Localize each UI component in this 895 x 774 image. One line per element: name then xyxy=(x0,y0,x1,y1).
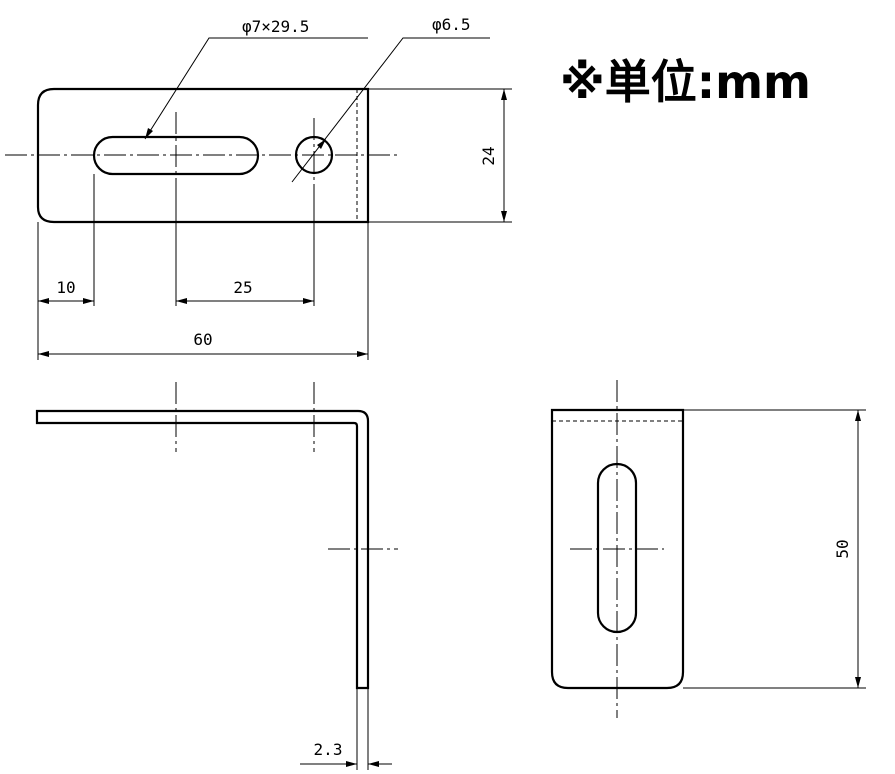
side-plate-outline xyxy=(550,408,685,690)
units-note: ※単位:mm xyxy=(560,55,811,109)
dim-height-24: 24 xyxy=(368,88,512,223)
dim-edge-to-slot: 10 xyxy=(38,278,94,304)
slot-leader-arrow xyxy=(145,128,153,139)
callouts: φ7×29.5 φ6.5 xyxy=(144,15,490,183)
hole-leader-arrow xyxy=(317,139,326,149)
dim-thickness: 2.3 xyxy=(300,688,392,770)
dim-extensions-top-view xyxy=(37,174,369,360)
dim-total-length-text: 60 xyxy=(193,330,212,349)
dim-thickness-text: 2.3 xyxy=(314,740,343,759)
top-plate-outline xyxy=(36,87,370,224)
dim-slot-to-hole: 25 xyxy=(176,278,314,304)
hole-leader xyxy=(291,37,490,183)
slot-leader xyxy=(144,37,368,140)
dim-height-24-text: 24 xyxy=(479,146,498,165)
side-view xyxy=(550,380,685,718)
dim-edge-to-slot-text: 10 xyxy=(56,278,75,297)
hole-callout-text: φ6.5 xyxy=(432,15,471,34)
dim-side-height: 50 xyxy=(683,409,866,689)
dim-total-length: 60 xyxy=(38,330,368,357)
front-profile-outline xyxy=(35,409,370,690)
slot-callout-text: φ7×29.5 xyxy=(242,17,309,36)
top-view xyxy=(5,87,398,224)
dim-slot-to-hole-text: 25 xyxy=(233,278,252,297)
dim-side-height-text: 50 xyxy=(833,539,852,558)
front-view xyxy=(35,382,398,690)
